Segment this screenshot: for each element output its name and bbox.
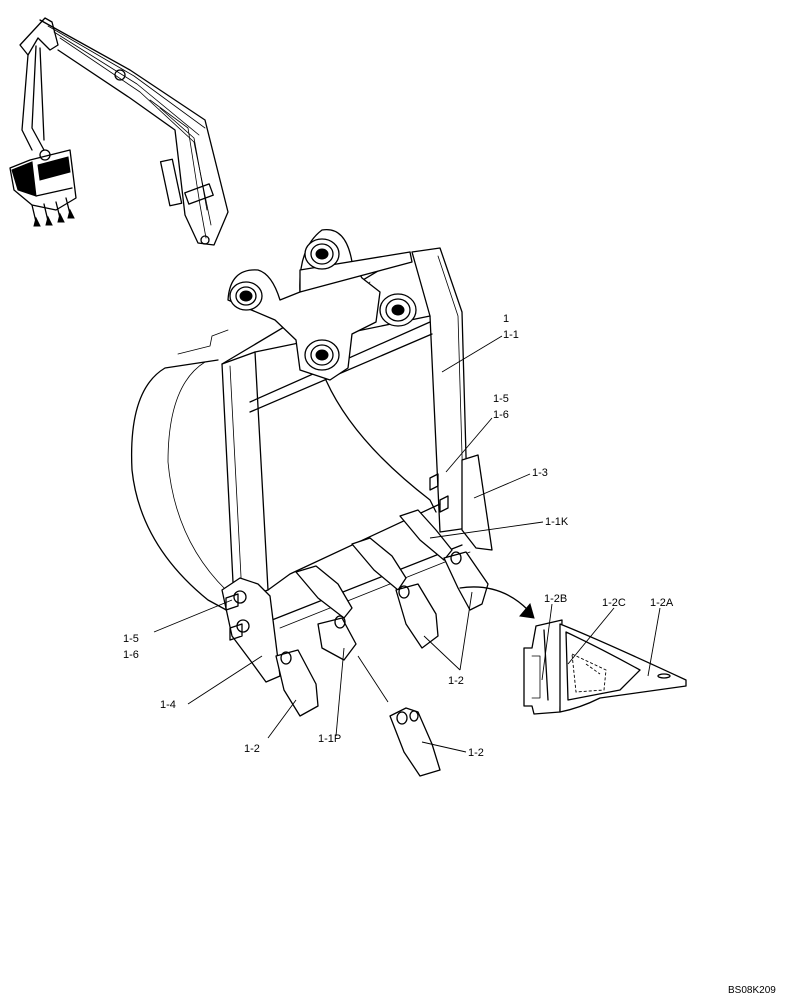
callout-tooth-loose: 1-2 <box>468 747 484 759</box>
tooth-detail <box>523 619 687 715</box>
callout-pin: 1-1P <box>318 733 341 745</box>
callout-side-cutter-left: 1-4 <box>160 699 176 711</box>
loose-tooth <box>389 707 441 777</box>
pin-leader <box>357 655 389 703</box>
callout-bucket-body: 1-1 <box>503 329 519 341</box>
callout-adapter: 1-2B <box>544 593 567 605</box>
callout-tooth-left: 1-2 <box>244 743 260 755</box>
callout-nut-right: 1-6 <box>493 409 509 421</box>
leader-lines <box>153 335 661 753</box>
callout-nut-left: 1-6 <box>123 649 139 661</box>
callout-labels: 1 1-1 1-5 1-6 1-3 1-1K 1-5 1-6 1-4 1-2 1… <box>123 313 776 996</box>
callout-point: 1-2A <box>650 597 674 609</box>
detail-arrow <box>459 586 535 619</box>
callout-lock: 1-2C <box>602 597 626 609</box>
excavator-thumbnail <box>9 17 229 246</box>
callout-side-cutter-right: 1-3 <box>532 467 548 479</box>
callout-bolt-right: 1-5 <box>493 393 509 405</box>
callout-bolt-left: 1-5 <box>123 633 139 645</box>
callout-tooth-right: 1-2 <box>448 675 464 687</box>
callout-edge: 1-1K <box>545 516 569 528</box>
drawing-code: BS08K209 <box>728 985 776 996</box>
bucket-assembly <box>130 228 493 717</box>
callout-bucket: 1 <box>503 313 509 325</box>
